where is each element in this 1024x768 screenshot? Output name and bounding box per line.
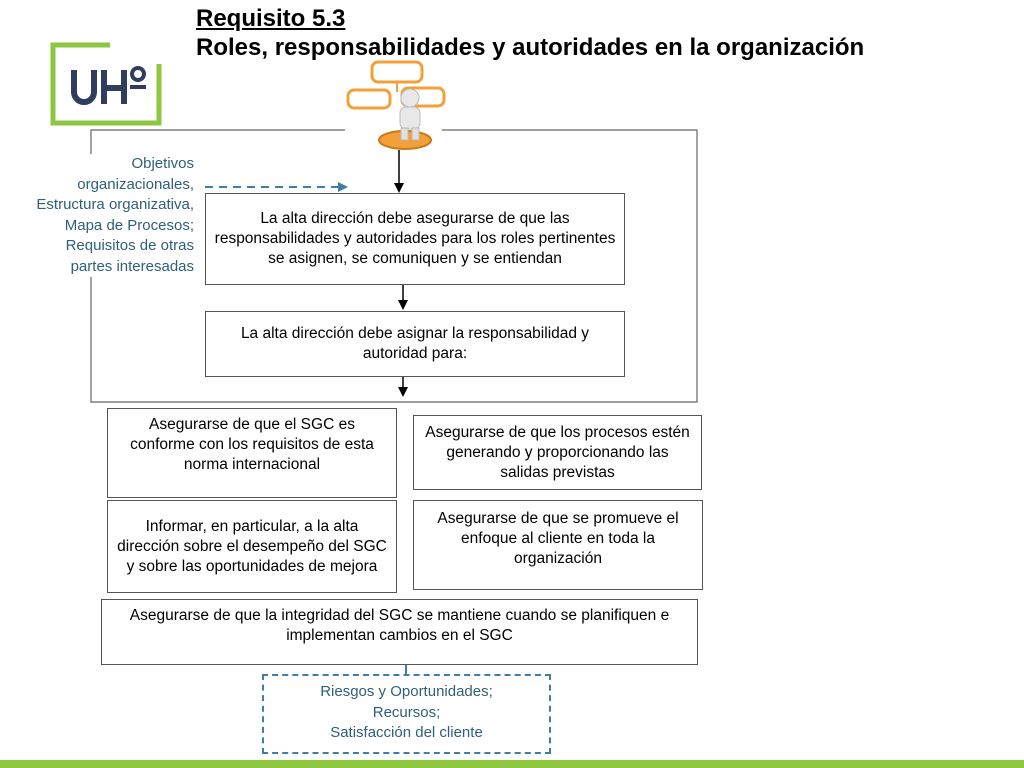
bottom-accent-bar [0,760,1024,768]
output-risks: Riesgos y Oportunidades; [320,683,493,700]
output-satisfaction: Satisfacción del cliente [330,724,483,741]
person-map-figure [346,60,446,150]
figure-leg-right [411,127,420,141]
box-enfoque-cliente: Asegurarse de que se promueve el enfoque… [413,500,703,590]
page-title: Requisito 5.3 Roles, responsabilidades y… [196,4,864,62]
logo-frame [50,42,162,126]
arrowhead-3 [398,387,408,397]
arrowhead-1 [394,183,404,193]
inputs-text: Objetivos organizacionales, Estructura o… [36,154,194,277]
figure-head [400,88,420,108]
arrowhead-2 [398,300,408,310]
outputs-box: Riesgos y Oportunidades; Recursos; Satis… [262,674,551,754]
title-subject: Roles, responsabilidades y autoridades e… [196,34,865,61]
input-arrowhead [338,182,348,192]
box-sgc-conforme: Asegurarse de que el SGC es conforme con… [107,408,397,498]
logo-degree-mark [130,66,146,82]
map-block-left [346,88,392,110]
box-ensure-roles: La alta dirección debe asegurarse de que… [205,193,625,285]
output-resources: Recursos; [372,703,441,721]
box-informar: Informar, en particular, a la alta direc… [107,500,397,593]
title-requirement: Requisito 5.3 [196,5,346,32]
map-block-top [370,60,424,84]
logo-letter-h [101,70,127,104]
box-integridad: Asegurarse de que la integridad del SGC … [101,599,698,665]
outer-frame [90,129,698,403]
figure-body [399,106,421,130]
box-assign-authority: La alta dirección debe asignar la respon… [205,311,625,377]
logo-frame-gap [110,42,162,64]
box-procesos: Asegurarse de que los procesos estén gen… [413,415,702,490]
logo-degree-underline [130,85,146,89]
logo-letter-u [71,70,97,105]
figure-leg-left [400,127,409,141]
uh-logo [50,42,162,126]
